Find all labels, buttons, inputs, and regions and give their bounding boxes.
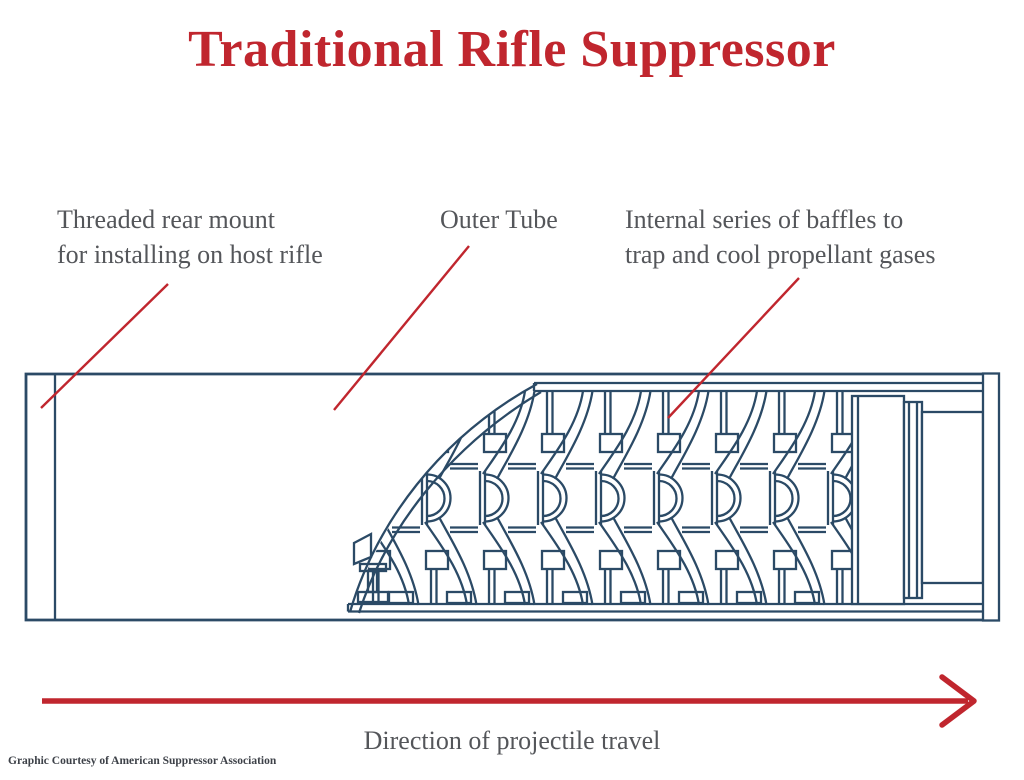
baffle-unit bbox=[506, 389, 594, 607]
label-outer-tube: Outer Tube bbox=[440, 202, 558, 237]
label-threaded-rear-mount: Threaded rear mount for installing on ho… bbox=[57, 202, 323, 272]
blast-chamber-envelope bbox=[348, 382, 542, 614]
outer-tube-outline bbox=[24, 372, 983, 622]
baffle-unit bbox=[738, 389, 826, 607]
label-line: Internal series of baffles to bbox=[625, 205, 904, 234]
arrow-caption: Direction of projectile travel bbox=[363, 726, 661, 755]
end-plate bbox=[981, 372, 1001, 622]
baffle-stack bbox=[352, 389, 866, 607]
direction-arrow bbox=[42, 674, 977, 728]
baffle-unit bbox=[622, 389, 710, 607]
rear-spacer-cluster bbox=[352, 532, 390, 604]
label-line: Threaded rear mount bbox=[57, 205, 276, 234]
arrow-head-icon bbox=[939, 674, 977, 728]
baffle-unit bbox=[680, 389, 768, 607]
leader-lines bbox=[40, 245, 800, 419]
credit-line: Graphic Courtesy of American Suppressor … bbox=[8, 755, 277, 767]
label-line: Outer Tube bbox=[440, 205, 558, 234]
front-end-cap bbox=[850, 372, 1001, 622]
leader-line-rear-mount bbox=[40, 283, 169, 409]
baffle-unit bbox=[448, 389, 536, 607]
label-line: trap and cool propellant gases bbox=[625, 240, 936, 269]
baffle-unit bbox=[390, 389, 478, 607]
baffle-unit bbox=[564, 389, 652, 607]
label-line: for installing on host rifle bbox=[57, 240, 323, 269]
page-title: Traditional Rifle Suppressor bbox=[188, 21, 836, 78]
leader-line-baffles bbox=[667, 277, 800, 419]
core-tube-bands bbox=[346, 381, 982, 613]
leader-line-outer-tube bbox=[333, 245, 470, 411]
label-internal-baffles: Internal series of baffles to trap and c… bbox=[625, 202, 935, 272]
